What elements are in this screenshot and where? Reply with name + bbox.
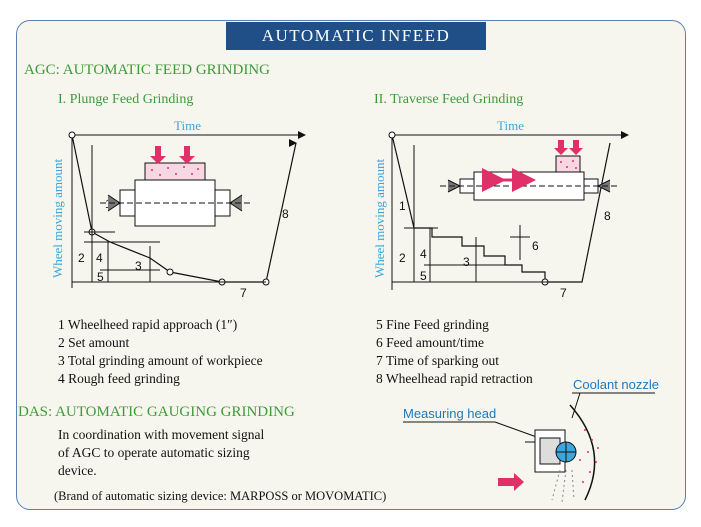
traverse-marker-4: 4 xyxy=(420,247,427,261)
plunge-marker-4: 4 xyxy=(96,251,103,265)
traverse-marker-7: 7 xyxy=(560,286,567,300)
coolant-nozzle-label: Coolant nozzle xyxy=(573,377,659,392)
agc-heading: AGC: AUTOMATIC FEED GRINDING xyxy=(24,62,270,78)
plunge-marker-3: 3 xyxy=(135,259,142,273)
das-text-line-2: of AGC to operate automatic sizing xyxy=(58,445,250,460)
plunge-heading: I. Plunge Feed Grinding xyxy=(58,92,194,107)
gauging-illustration: Coolant nozzle Measuring head xyxy=(403,377,659,503)
traverse-x-axis-label: Time xyxy=(497,118,524,133)
das-text-line-1: In coordination with movement signal xyxy=(58,427,265,442)
traverse-marker-2: 2 xyxy=(399,251,406,265)
legend-item-7: 7 Time of sparking out xyxy=(376,353,500,368)
legend-item-3: 3 Total grinding amount of workpiece xyxy=(58,353,263,368)
legend-item-1: 1 Wheelheed rapid approach (1″) xyxy=(58,317,238,332)
legend-item-5: 5 Fine Feed grinding xyxy=(376,317,489,332)
traverse-marker-1: 1 xyxy=(399,199,406,213)
das-text-line-3: device. xyxy=(58,463,97,478)
legend-item-2: 2 Set amount xyxy=(58,335,130,350)
plunge-y-axis-label: Wheel moving amount xyxy=(50,158,65,278)
plunge-marker-2: 2 xyxy=(78,251,85,265)
traverse-marker-5: 5 xyxy=(420,269,427,283)
plunge-marker-7: 7 xyxy=(240,286,247,300)
legend-item-4: 4 Rough feed grinding xyxy=(58,371,180,386)
traverse-diagram: Time Wheel moving amount 1 2 3 4 5 6 7 8 xyxy=(372,118,629,300)
plunge-marker-5: 5 xyxy=(97,270,104,284)
traverse-y-axis-label: Wheel moving amount xyxy=(372,158,387,278)
traverse-heading: II. Traverse Feed Grinding xyxy=(374,92,524,107)
traverse-marker-8: 8 xyxy=(604,209,611,223)
page-title: AUTOMATIC INFEED xyxy=(226,22,486,50)
legend-item-6: 6 Feed amount/time xyxy=(376,335,484,350)
plunge-x-axis-label: Time xyxy=(174,118,201,133)
content-panel xyxy=(16,20,686,510)
legend-item-8: 8 Wheelhead rapid retraction xyxy=(376,371,533,386)
traverse-marker-6: 6 xyxy=(532,239,539,253)
das-heading: DAS: AUTOMATIC GAUGING GRINDING xyxy=(18,404,295,420)
measuring-head-label: Measuring head xyxy=(403,406,496,421)
plunge-marker-8: 8 xyxy=(282,207,289,221)
brand-note: (Brand of automatic sizing device: MARPO… xyxy=(54,489,387,503)
traverse-marker-3: 3 xyxy=(463,255,470,269)
plunge-diagram: Time Wheel moving amount 1 2 3 4 5 7 8 xyxy=(50,118,306,300)
